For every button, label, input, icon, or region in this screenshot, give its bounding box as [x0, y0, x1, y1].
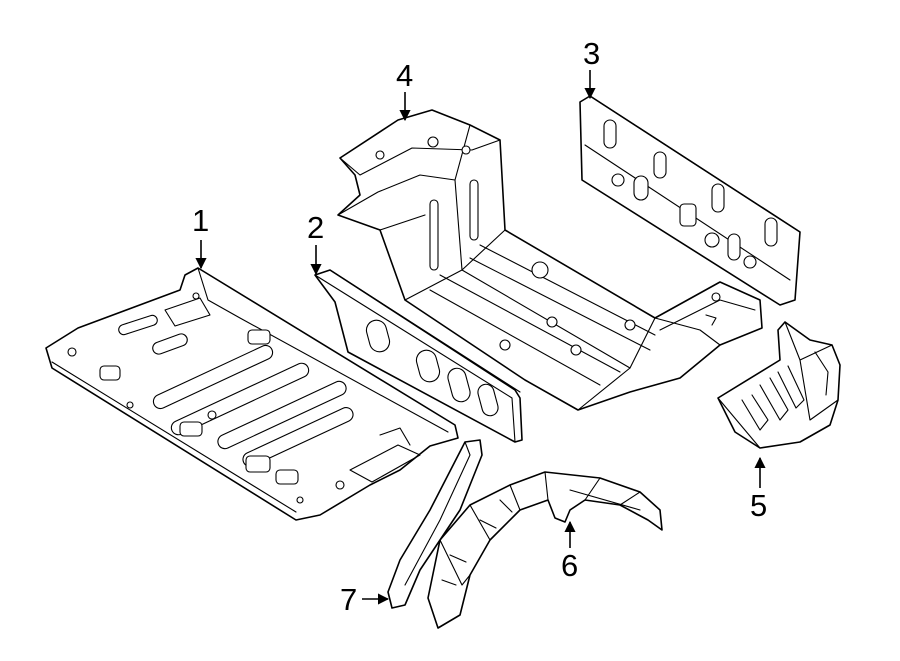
part-5-wheelhouse-panel — [717, 321, 841, 449]
part-3-rear-floor-panel — [579, 95, 801, 306]
callout-4-label: 4 — [396, 58, 413, 93]
callout-6-label: 6 — [561, 548, 578, 583]
callout-7-label: 7 — [340, 582, 357, 617]
callout-5-label: 5 — [750, 488, 767, 523]
part-4-rear-floor-pan — [337, 109, 763, 411]
callout-2-label: 2 — [307, 210, 324, 245]
part-2-floor-crossmember — [314, 269, 523, 443]
part-1-front-floor-pan — [45, 267, 459, 521]
part-6-wheelhouse-inner — [427, 471, 663, 629]
callout-1-label: 1 — [192, 203, 209, 238]
callout-3-label: 3 — [583, 36, 600, 71]
part-7-support-strip — [387, 439, 483, 609]
